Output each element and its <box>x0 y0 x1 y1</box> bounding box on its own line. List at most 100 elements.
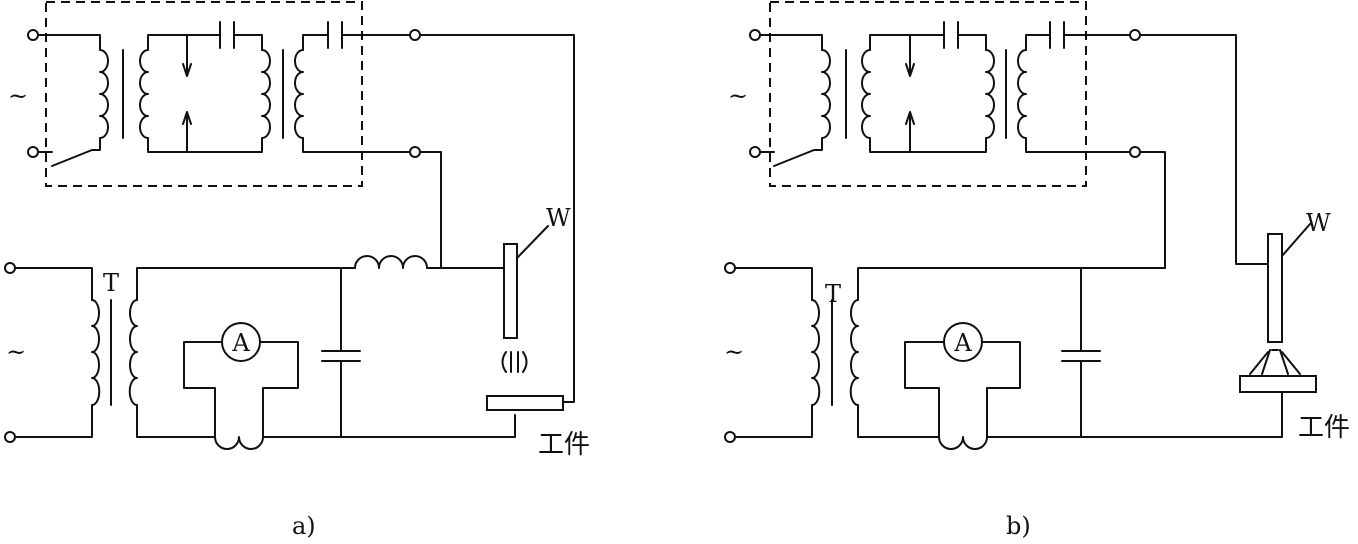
panel-b-shunt-coil <box>938 436 988 450</box>
panel-b-transformer-primary <box>811 299 821 406</box>
panel-b-osc-switch <box>773 137 823 167</box>
panel-a-osc-tank-coil <box>261 49 271 139</box>
panel-b-ammeter-loop <box>904 341 1021 438</box>
panel-a-secondary-wire-top <box>136 267 356 301</box>
panel-a-osc-mains-symbol: ~ <box>8 82 28 110</box>
panel-a-arc-column <box>510 351 519 373</box>
panel-b-hf-lead-to-electrode <box>1139 34 1269 265</box>
panel-b-ammeter-label: A <box>953 329 972 357</box>
panel-a-osc-tank-capacitor <box>219 21 235 49</box>
panel-a-osc-output-wire-top <box>302 34 411 51</box>
panel-a-electrode-leader <box>516 225 549 259</box>
panel-b-osc-primary-coil <box>821 49 831 139</box>
panel-b-hf-lead-to-welding-circuit <box>1139 151 1166 269</box>
panel-a-bypass-capacitor <box>321 350 361 362</box>
panel-b-osc-output-coil <box>1017 49 1027 139</box>
panel-b: ~ ~ <box>724 1 1350 540</box>
panel-a-spark-gap-lower <box>182 111 192 153</box>
panel-b-electrode <box>1267 233 1283 343</box>
panel-a-caption: a) <box>292 512 316 540</box>
panel-a-oscillator-box <box>45 1 363 187</box>
panel-b-osc-output-capacitor <box>1049 21 1065 49</box>
panel-b-osc-output-terminal-bottom <box>1129 146 1141 158</box>
panel-b-bypass-capacitor <box>1061 350 1101 362</box>
panel-a-electrode-label: W <box>546 204 571 232</box>
panel-b-electrode-leader <box>1281 223 1311 257</box>
panel-b-return-wire <box>986 391 1283 438</box>
panel-a-mains-wire-top <box>14 267 93 301</box>
panel-a-oscillator-unit: ~ <box>8 1 421 187</box>
panel-b-oscillator-box <box>769 1 1087 187</box>
panel-a-electrode <box>503 243 518 339</box>
panel-b-workpiece-label: 工件 <box>1298 413 1350 443</box>
panel-b-osc-output-wire-bottom <box>1025 137 1131 153</box>
panel-a-choke-coil <box>354 255 428 269</box>
panel-a-return-wire <box>262 414 516 438</box>
panel-b-mains-symbol: ~ <box>724 338 744 366</box>
panel-b-osc-output-terminal-top <box>1129 29 1141 41</box>
panel-b-osc-input-terminal-bottom <box>749 146 761 158</box>
panel-b-oscillator-unit: ~ <box>728 1 1141 187</box>
panel-a-shunt-coil <box>214 436 264 450</box>
panel-a-arc-glow <box>501 351 528 373</box>
panel-a-mains-wire-bottom <box>14 404 93 438</box>
panel-a-mains-terminal-top <box>4 262 16 274</box>
panel-a-workpiece <box>486 395 564 411</box>
panel-b-mains-wire-bottom <box>734 404 813 438</box>
panel-a-osc-output-capacitor <box>327 21 343 49</box>
panel-a: ~ <box>4 1 590 540</box>
panel-a-osc-output-terminal-bottom <box>409 146 421 158</box>
panel-a-secondary-wire-bottom <box>136 404 216 438</box>
panel-b-osc-tank-bottom-wire <box>869 137 987 153</box>
panel-a-transformer-secondary <box>128 299 138 406</box>
panel-b-workpiece <box>1239 375 1317 393</box>
panel-a-osc-input-terminal-bottom <box>27 146 39 158</box>
panel-b-osc-mains-symbol: ~ <box>728 82 748 110</box>
panel-b-secondary-wire-bottom <box>857 404 940 438</box>
panel-a-osc-primary-coil <box>99 49 109 139</box>
panel-b-osc-tank-top-wire <box>869 34 987 51</box>
panel-b-osc-output-wire-top <box>1025 34 1131 51</box>
panel-b-transformer-secondary <box>849 299 859 406</box>
panel-b-osc-input-terminal-top <box>749 29 761 41</box>
panel-a-mains-terminal-bottom <box>4 431 16 443</box>
panel-a-transformer-label: T <box>103 269 119 297</box>
panel-a-spark-gap-upper <box>182 34 192 77</box>
panel-b-ammeter <box>943 322 983 362</box>
panel-a-osc-tank-bottom-wire <box>147 137 263 153</box>
panel-a-hf-lead-to-workpiece <box>419 34 575 403</box>
panel-b-mains-terminal-bottom <box>724 431 736 443</box>
panel-a-osc-wire-top <box>37 34 101 51</box>
panel-b-caption: b) <box>1006 512 1031 540</box>
panel-a-mains-symbol: ~ <box>6 338 26 366</box>
panel-b-arc-glow <box>1249 351 1301 375</box>
panel-a-osc-output-wire-bottom <box>302 137 411 153</box>
panel-b-electrode-label: W <box>1306 209 1331 237</box>
panel-a-osc-secondary-coil <box>139 49 149 139</box>
panel-a-welding-circuit: ~ T A W <box>4 204 590 460</box>
panel-b-secondary-wire-top <box>857 267 1166 301</box>
panel-b-spark-gap-upper <box>905 34 915 77</box>
panel-a-ammeter-label: A <box>231 329 250 357</box>
panel-b-welding-circuit: ~ T A W 工件 <box>724 209 1350 450</box>
panel-b-transformer-label: T <box>825 280 841 308</box>
panel-a-hf-lead-to-electrode <box>419 151 442 269</box>
panel-a-osc-input-terminal-top <box>27 29 39 41</box>
panel-a-transformer-primary <box>91 299 101 406</box>
panel-a-osc-tank-top-wire <box>147 34 263 51</box>
panel-b-spark-gap-lower <box>905 111 915 153</box>
panel-b-mains-wire-top <box>734 267 813 301</box>
panel-b-osc-wire-top <box>759 34 823 51</box>
panel-a-osc-output-coil <box>294 49 304 139</box>
panel-b-osc-tank-capacitor <box>943 21 959 49</box>
panel-a-osc-switch <box>51 137 101 167</box>
panel-a-workpiece-label: 工件 <box>538 430 590 460</box>
panel-a-ammeter <box>221 322 261 362</box>
panel-b-osc-secondary-coil <box>861 49 871 139</box>
panel-a-osc-output-terminal-top <box>409 29 421 41</box>
panel-a-ammeter-loop <box>183 341 299 438</box>
panel-b-mains-terminal-top <box>724 262 736 274</box>
panel-b-arc <box>1261 349 1289 375</box>
